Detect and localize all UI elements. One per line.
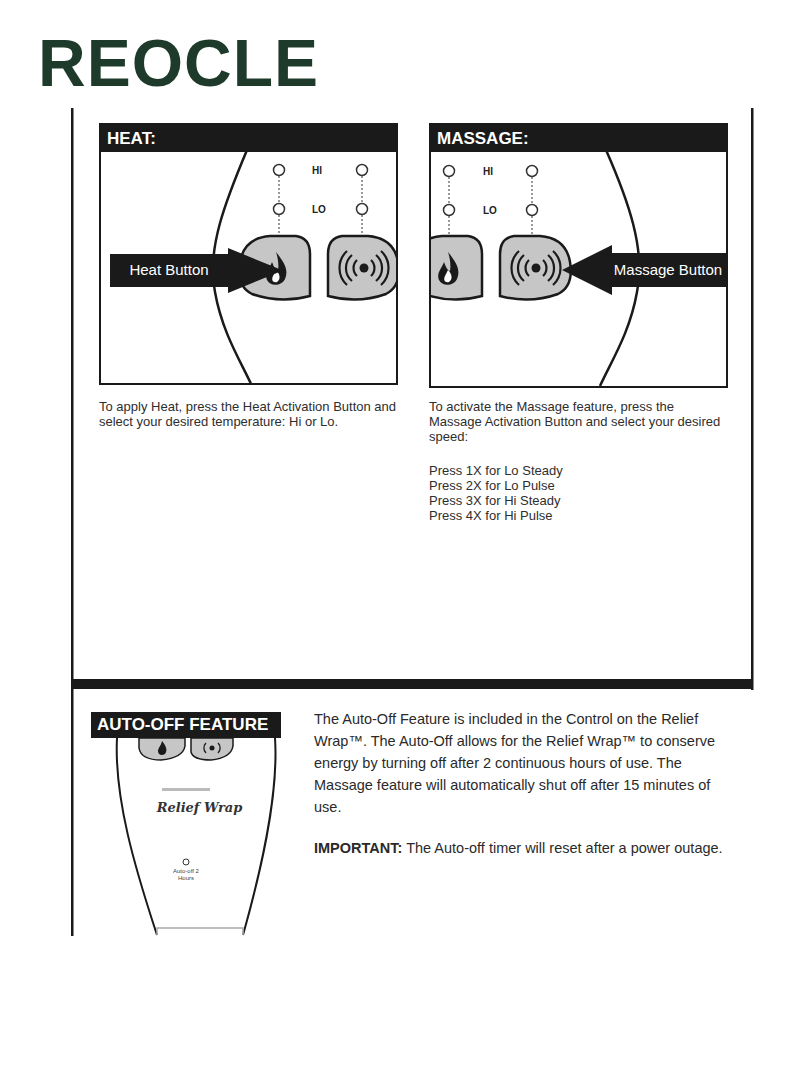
note-text: The Auto-off timer will reset after a po… — [406, 840, 722, 856]
note-heading: IMPORTANT: — [314, 840, 402, 856]
feature-description: The Auto-Off Feature is included in the … — [314, 708, 739, 818]
indicator-label: HI — [483, 166, 493, 178]
callout-text: Massage Button — [612, 261, 724, 279]
speed-option: Press 2X for Lo Pulse — [429, 478, 555, 493]
heat-panel: HEAT: Heat Button — [99, 123, 398, 385]
instruction-text: To apply Heat, press the Heat Activation… — [99, 399, 399, 429]
instruction-text: To activate the Massage feature, press t… — [429, 399, 729, 444]
callout-text: Heat Button — [110, 261, 228, 279]
device-shape — [117, 738, 282, 935]
panel-header: AUTO-OFF FEATURE — [91, 712, 281, 738]
important-note: IMPORTANT: The Auto-off timer will reset… — [314, 837, 739, 859]
relief-wrap-control: Relief WrapAuto-off 2 Hours — [117, 738, 282, 935]
heat-button-callout: Heat Button — [110, 248, 283, 293]
massage-button-callout: Massage Button — [562, 245, 728, 295]
speed-option: Press 3X for Hi Steady — [429, 493, 561, 508]
panel-header: HEAT: — [101, 125, 396, 152]
product-name: Relief Wrap — [137, 800, 262, 816]
indicator-label: LO — [312, 204, 326, 216]
indicator-label: LO — [483, 205, 497, 217]
auto-off-panel: AUTO-OFF FEATURERelief WrapAuto-off 2 Ho… — [91, 712, 281, 935]
indicator-label: Auto-off 2 Hours — [171, 868, 201, 882]
speed-option: Press 1X for Lo Steady — [429, 463, 563, 478]
panel-header: MASSAGE: — [431, 125, 726, 152]
indicator-label: HI — [312, 165, 322, 177]
massage-panel: MASSAGE: Massage Button — [429, 123, 728, 388]
speed-option: Press 4X for Hi Pulse — [429, 508, 553, 523]
brand-logo: REOCLE — [38, 28, 319, 98]
